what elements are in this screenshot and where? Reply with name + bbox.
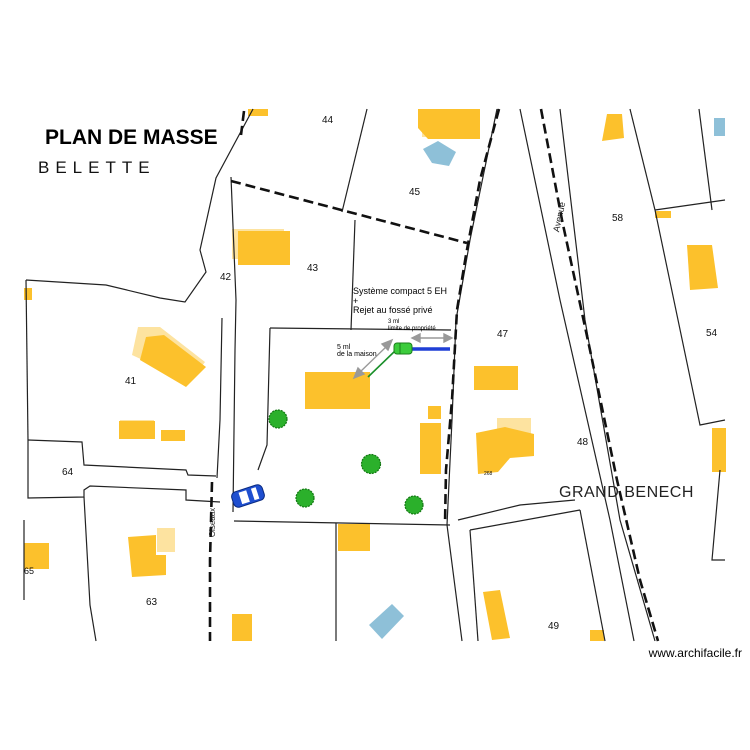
dimension-arrows (352, 332, 454, 380)
lot-number: 47 (497, 329, 509, 340)
distance-house-value: 5 ml (337, 344, 351, 351)
lot-number: 42 (220, 272, 232, 283)
lot-number: 49 (548, 621, 560, 632)
building (420, 423, 441, 474)
building (248, 109, 268, 116)
distance-house-label: de la maison (337, 351, 377, 358)
pool (369, 604, 404, 639)
building (590, 630, 604, 641)
pools (369, 118, 725, 639)
building (474, 366, 518, 390)
pool (714, 118, 725, 136)
place-label: GRAND BENECH (559, 484, 694, 501)
page-title: PLAN DE MASSE (45, 126, 218, 149)
building (602, 114, 624, 141)
building (712, 428, 726, 472)
distance-property-label: limite de propriété (388, 326, 436, 332)
building (338, 524, 370, 551)
system-annotation-line3: Rejet au fossé privé (353, 305, 433, 315)
septic-system (367, 342, 450, 378)
lot-number: 58 (612, 213, 624, 224)
lot-number: 63 (146, 597, 158, 608)
building (476, 427, 534, 474)
building (687, 245, 718, 290)
tree-icon (404, 495, 424, 515)
building (140, 335, 206, 387)
building (232, 614, 252, 641)
building (128, 535, 166, 577)
car-icon (231, 484, 265, 508)
building (119, 421, 155, 439)
watermark: www.archifacile.fr (648, 646, 742, 660)
building-shadows (120, 117, 531, 552)
street-label-oiseaux: Oiseaux (208, 507, 218, 538)
compact-tank (393, 342, 413, 355)
tree-icon (268, 409, 288, 429)
lot-number: 65 (24, 566, 35, 576)
pool (423, 141, 456, 166)
lot-number: 45 (409, 187, 421, 198)
building (428, 406, 441, 419)
parcel-lines (23, 108, 726, 642)
building (161, 430, 185, 441)
lot-number: 41 (125, 376, 137, 387)
building (305, 372, 370, 409)
building (483, 590, 510, 640)
tree-icon (295, 488, 315, 508)
lot-number: 48 (577, 437, 589, 448)
lot-number: 43 (307, 263, 319, 274)
distance-property-value: 3 ml (388, 319, 400, 325)
system-annotation-line2: + (353, 296, 359, 306)
building (24, 543, 49, 569)
building (655, 211, 671, 218)
building (24, 288, 32, 300)
green-pipe (367, 349, 397, 378)
lot-number: 64 (62, 467, 74, 478)
lot-number: 44 (322, 115, 334, 126)
buildings (24, 109, 726, 641)
system-annotation-line1: Système compact 5 EH (353, 286, 448, 296)
trees (268, 409, 424, 515)
tree-icon (360, 453, 382, 475)
lot-number: 268 (484, 471, 493, 477)
plan-subtitle: BELETTE (38, 158, 156, 177)
building (418, 109, 480, 139)
dashed-boundaries (208, 108, 660, 642)
building (238, 231, 290, 265)
lot-number: 54 (706, 328, 718, 339)
